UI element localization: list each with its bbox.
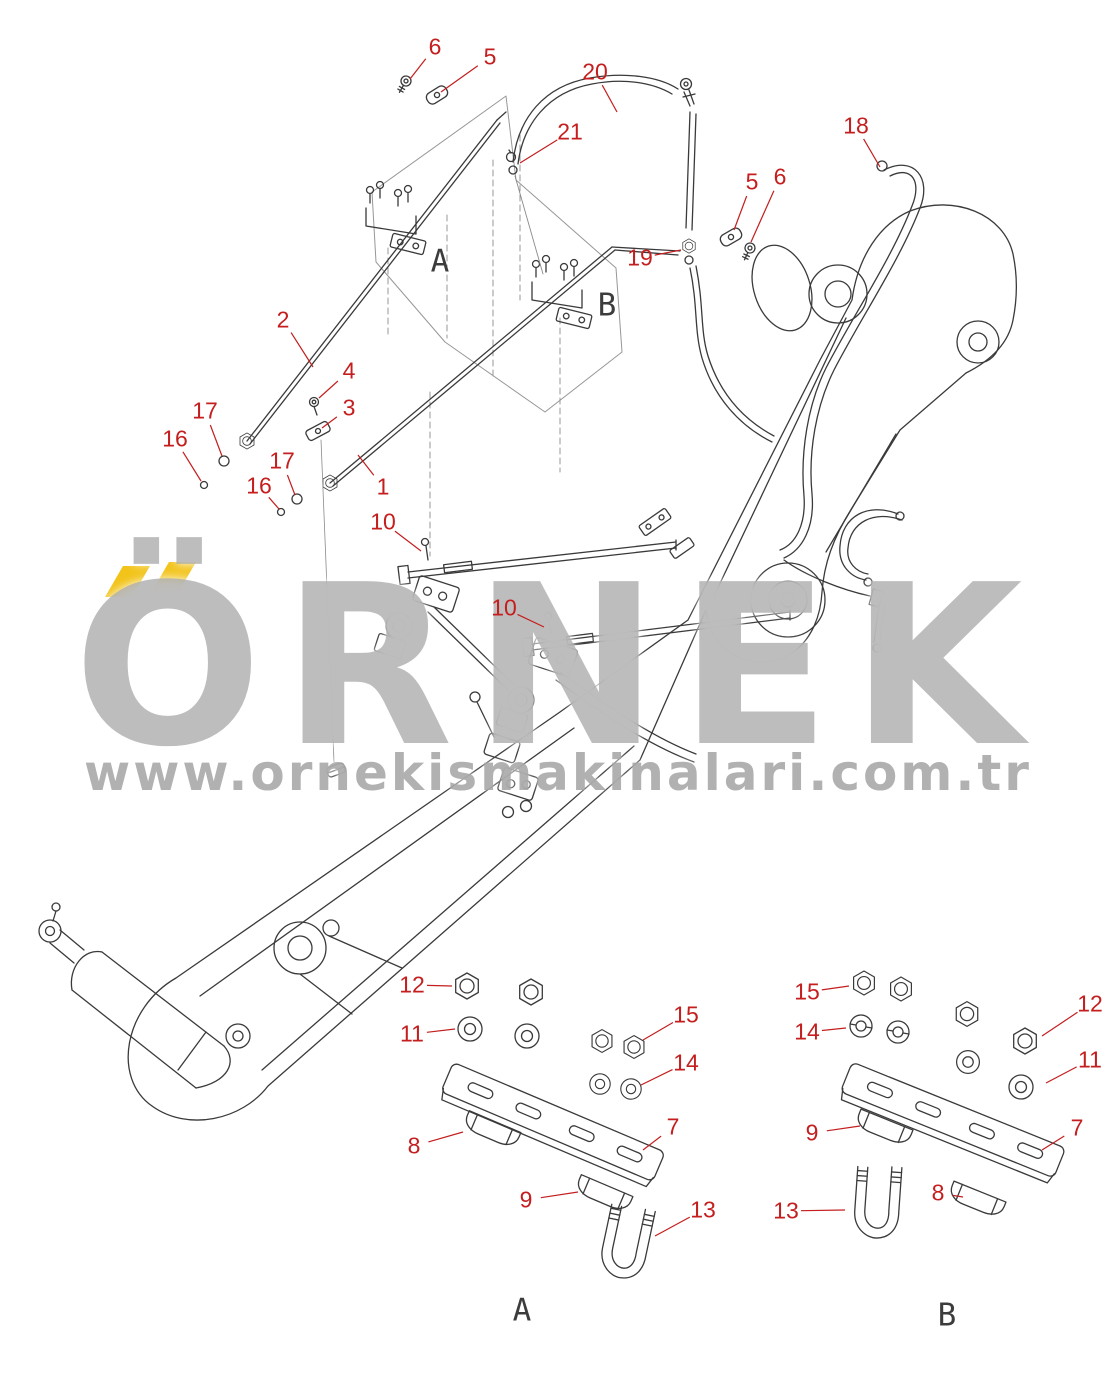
main-boom (127, 204, 1018, 1121)
fastener-detail-b (837, 970, 1067, 1241)
pilot-tube-2 (239, 111, 507, 450)
hose-fitting-19 (682, 111, 775, 443)
pilot-tube-1 (322, 246, 681, 492)
seal-washers-16-17 (199, 455, 303, 517)
hose-18-cluster (779, 160, 925, 653)
screw-clip-top-left (394, 73, 451, 107)
fastener-detail-a (437, 972, 666, 1283)
clamp-3-bolt-4 (305, 396, 346, 778)
hydraulic-cylinder (38, 902, 231, 1089)
hose-20-fitting-21 (505, 74, 696, 275)
screw-clip-top-right (717, 225, 758, 263)
phantom-boom-outline (371, 95, 623, 557)
valve-cluster (373, 537, 791, 819)
tube-mount-bracket-middle (531, 254, 593, 330)
